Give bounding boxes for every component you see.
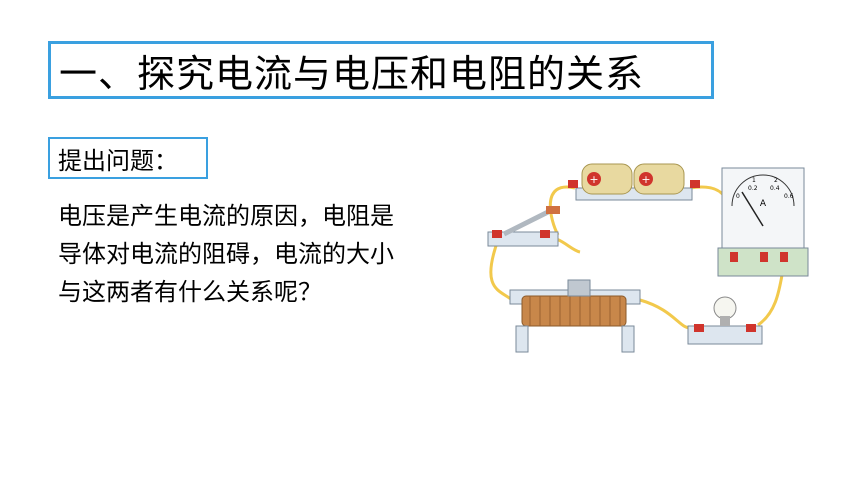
knife-switch: [487, 206, 560, 247]
question-label: 提出问题：: [58, 146, 178, 175]
svg-text:0.2: 0.2: [748, 185, 758, 192]
wire-rheostat-bulb: [639, 298, 693, 330]
circuit-diagram: + + A 0 0.2 0.4 0.6 1 2: [487, 163, 809, 353]
svg-text:0: 0: [736, 193, 740, 200]
slide-title-box: 一、探究电流与电压和电阻的关系: [48, 41, 714, 99]
svg-text:1: 1: [752, 177, 756, 184]
question-label-box: 提出问题：: [48, 137, 208, 179]
svg-text:0.6: 0.6: [784, 193, 794, 200]
svg-text:0.4: 0.4: [770, 185, 780, 192]
slide-title: 一、探究电流与电压和电阻的关系: [59, 51, 645, 96]
light-bulb: [687, 296, 763, 345]
question-text: 电压是产生电流的原因，电阻是导体对电流的阻碍，电流的大小与这两者有什么关系呢？: [58, 202, 394, 306]
battery-holder: + +: [568, 163, 700, 201]
svg-text:2: 2: [774, 177, 778, 184]
svg-text:+: +: [641, 173, 650, 186]
ammeter-needle: [741, 191, 764, 227]
svg-text:+: +: [589, 173, 598, 186]
svg-text:A: A: [760, 199, 767, 209]
wire-battery-switch: [548, 185, 576, 236]
ammeter: A 0 0.2 0.4 0.6 1 2: [717, 167, 809, 277]
battery-plus-icon: [587, 172, 601, 186]
rheostat: [509, 279, 641, 353]
battery-plus-icon: [639, 172, 653, 186]
wire-switch-rheostat: [489, 239, 513, 302]
